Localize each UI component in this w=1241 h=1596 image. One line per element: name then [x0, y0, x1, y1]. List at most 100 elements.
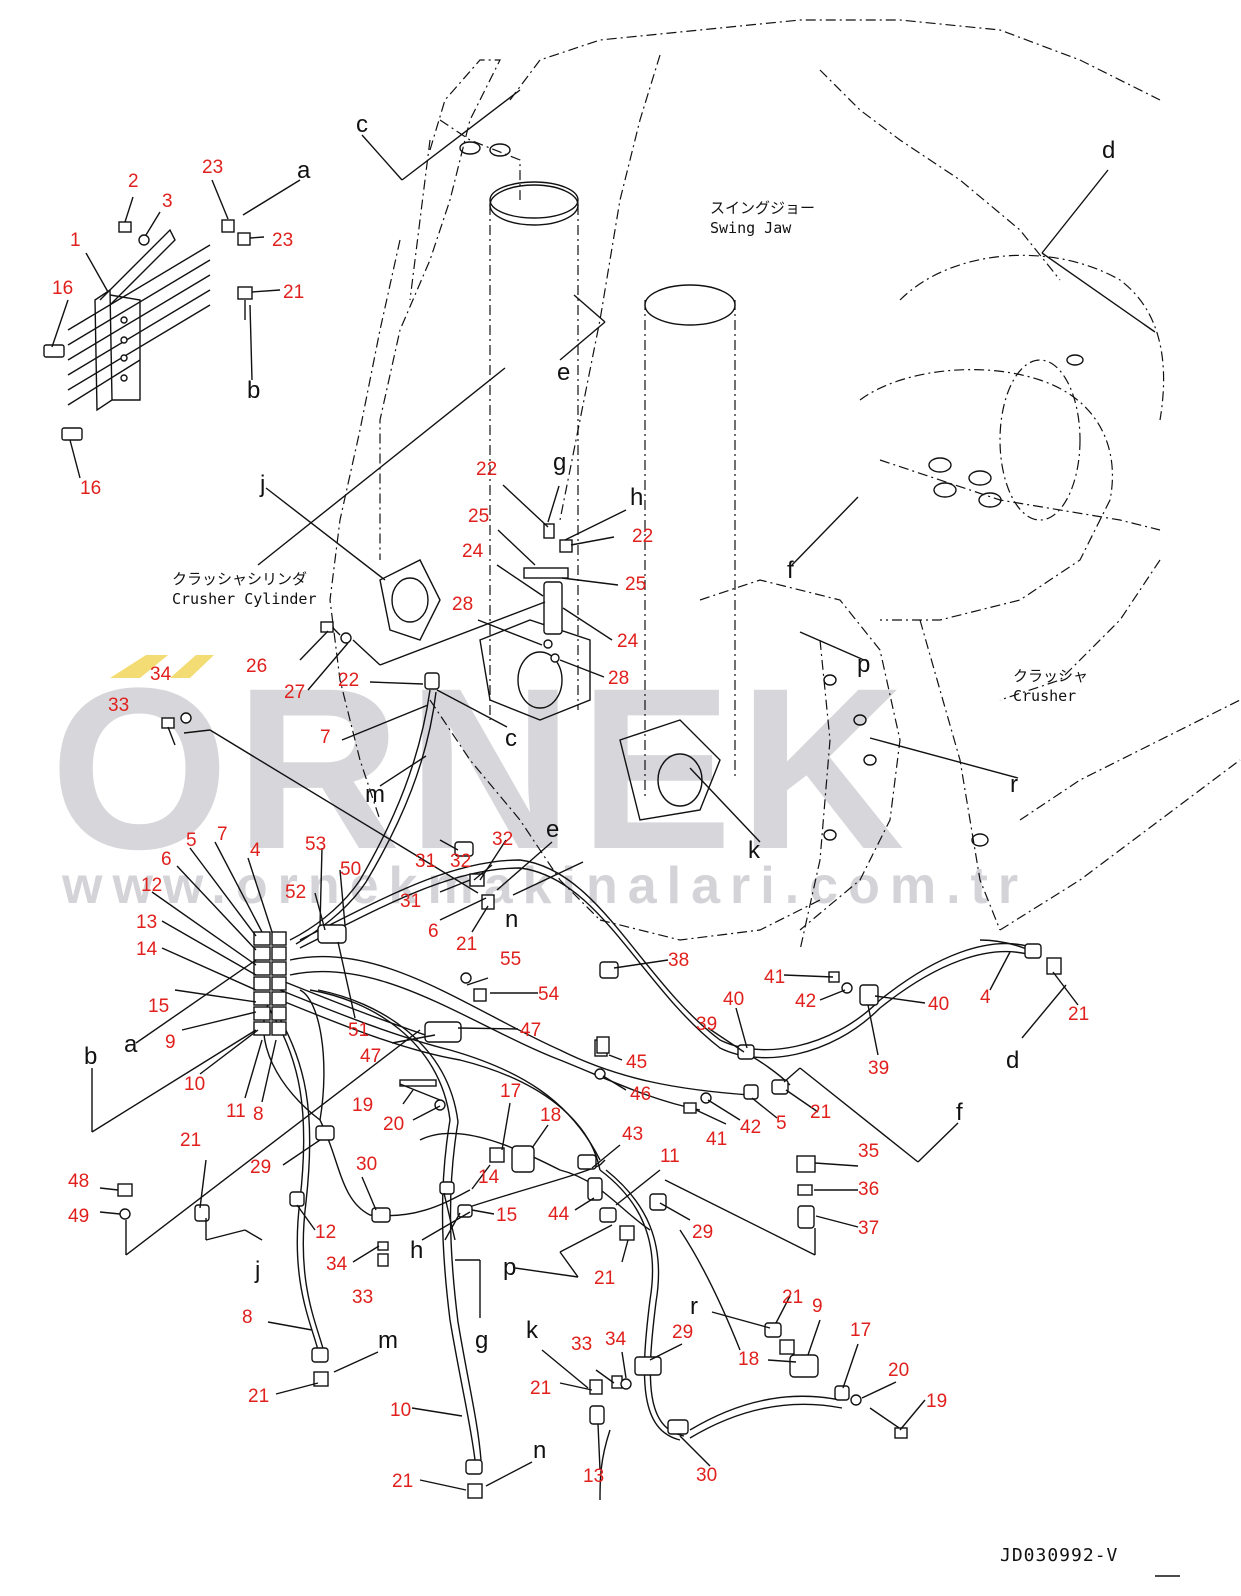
part-number-label: 29: [672, 1322, 693, 1343]
part-number-label: 14: [478, 1167, 500, 1188]
part-number-label: 21: [530, 1378, 551, 1399]
swing-jaw-caption-en: Swing Jaw: [710, 219, 792, 237]
reference-letter: k: [748, 837, 761, 864]
crusher-cylinder-caption-jp: クラッシャシリンダ: [172, 570, 307, 588]
part-number-label: 34: [605, 1329, 627, 1350]
part-number-label: 29: [250, 1157, 271, 1178]
part-number-label: 27: [284, 682, 305, 703]
hose-routing: [262, 689, 1041, 1501]
part-number-label: 25: [625, 574, 646, 595]
swing-jaw-caption-jp: スイングジョー: [710, 199, 815, 217]
reference-letter: p: [857, 651, 870, 678]
part-number-callouts: 1 2 3 23 23 21 16 16 22 25 24 25 24 28 2…: [52, 157, 1089, 1492]
fittings-and-clamps: [117, 523, 1062, 1499]
part-number-label: 7: [217, 824, 228, 845]
part-number-label: 5: [776, 1113, 787, 1134]
part-number-label: 10: [184, 1074, 205, 1095]
part-number-label: 9: [812, 1296, 823, 1317]
part-number-label: 18: [540, 1105, 561, 1126]
part-number-label: 28: [608, 668, 629, 689]
part-number-label: 22: [476, 459, 497, 480]
reference-letter: r: [1010, 771, 1018, 798]
part-number-label: 41: [764, 967, 785, 988]
part-number-label: 18: [738, 1349, 759, 1370]
part-number-label: 41: [706, 1129, 727, 1150]
part-number-label: 38: [668, 950, 689, 971]
part-number-label: 23: [202, 157, 223, 178]
reference-letter: r: [690, 1293, 698, 1320]
reference-letter: e: [546, 816, 559, 843]
part-number-label: 54: [538, 984, 560, 1005]
part-number-label: 5: [186, 830, 197, 851]
reference-letter: c: [356, 111, 368, 138]
part-number-label: 21: [594, 1268, 615, 1289]
part-number-label: 28: [452, 594, 473, 615]
part-number-label: 22: [338, 670, 359, 691]
part-number-label: 37: [858, 1218, 879, 1239]
crusher-caption-jp: クラッシャ: [1013, 667, 1088, 685]
reference-letter: j: [254, 1257, 260, 1284]
part-number-label: 26: [246, 656, 267, 677]
part-number-label: 21: [782, 1287, 803, 1308]
crusher-cylinders: [379, 181, 736, 821]
part-number-label: 16: [52, 278, 73, 299]
reference-letter: p: [503, 1254, 516, 1281]
watermark-accent-left: [110, 655, 168, 678]
reference-letter: c: [505, 725, 517, 752]
part-number-label: 42: [740, 1117, 761, 1138]
reference-letter: a: [124, 1031, 138, 1058]
part-number-label: 10: [390, 1400, 411, 1421]
watermark-url: www.ornekmakinalari.com.tr: [61, 857, 1028, 915]
part-number-label: 23: [272, 230, 293, 251]
reference-letter: h: [410, 1237, 423, 1264]
part-number-label: 39: [868, 1058, 889, 1079]
part-number-label: 7: [320, 727, 331, 748]
part-number-label: 17: [850, 1320, 871, 1341]
part-number-label: 4: [980, 987, 991, 1008]
part-number-label: 51: [348, 1020, 369, 1041]
part-number-label: 4: [250, 840, 261, 861]
leader-lines: [51, 89, 1156, 1491]
part-number-label: 6: [428, 921, 439, 942]
reference-letter: d: [1006, 1047, 1019, 1074]
part-number-label: 15: [496, 1205, 517, 1226]
part-number-label: 30: [696, 1465, 717, 1486]
part-number-label: 31: [415, 851, 436, 872]
part-number-label: 9: [165, 1032, 176, 1053]
part-number-label: 13: [583, 1466, 604, 1487]
part-number-label: 24: [617, 631, 639, 652]
part-number-label: 8: [242, 1307, 253, 1328]
part-number-label: 32: [492, 829, 513, 850]
part-number-label: 55: [500, 949, 521, 970]
part-number-label: 11: [226, 1101, 246, 1122]
part-number-label: 17: [500, 1081, 521, 1102]
part-number-label: 39: [696, 1014, 717, 1035]
part-number-label: 48: [68, 1171, 89, 1192]
part-number-label: 36: [858, 1179, 879, 1200]
crusher-cylinder-caption-en: Crusher Cylinder: [172, 590, 317, 608]
part-number-label: 40: [928, 994, 949, 1015]
part-number-label: 20: [383, 1114, 404, 1135]
part-number-label: 2: [128, 171, 139, 192]
part-number-label: 52: [285, 882, 306, 903]
part-number-label: 21: [456, 934, 477, 955]
machine-outline: [329, 19, 1241, 951]
part-number-label: 34: [326, 1254, 348, 1275]
part-number-label: 47: [520, 1020, 541, 1041]
part-number-label: 49: [68, 1206, 89, 1227]
part-number-label: 32: [450, 851, 471, 872]
part-number-label: 13: [136, 912, 157, 933]
part-number-label: 29: [692, 1222, 713, 1243]
reference-letter: b: [247, 377, 260, 404]
reference-letter: n: [533, 1437, 546, 1464]
reference-letter: g: [553, 449, 566, 476]
reference-letter: e: [557, 359, 570, 386]
reference-letter: k: [526, 1317, 539, 1344]
part-number-label: 31: [400, 891, 421, 912]
part-number-label: 12: [141, 875, 162, 896]
part-number-label: 21: [180, 1130, 201, 1151]
part-number-label: 21: [810, 1102, 831, 1123]
part-number-label: 46: [630, 1084, 651, 1105]
part-number-label: 21: [392, 1471, 413, 1492]
